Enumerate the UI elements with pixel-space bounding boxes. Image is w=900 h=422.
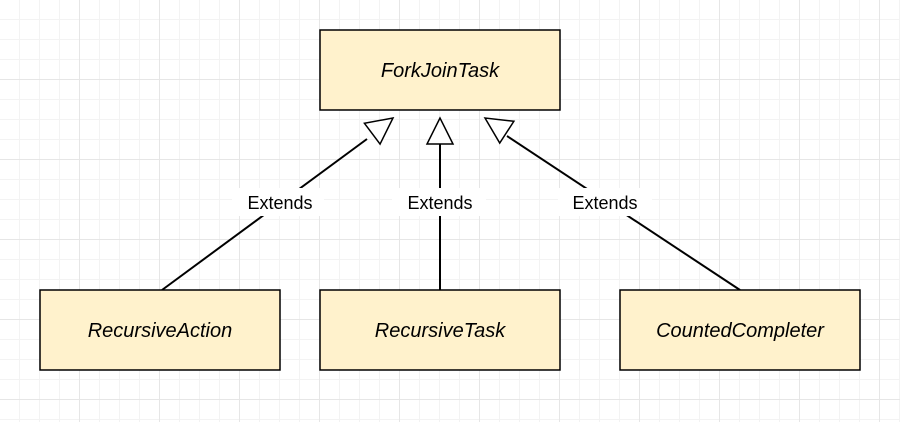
inheritance-arrowhead (483, 117, 516, 145)
inheritance-arrowhead (363, 116, 395, 146)
class-box-recursiveaction[interactable]: RecursiveAction (39, 289, 281, 371)
class-name-forkjointask: ForkJoinTask (381, 60, 500, 82)
edge-countedcompleter-extends[interactable]: Extends (478, 107, 741, 291)
class-name-recursivetask: RecursiveTask (375, 320, 506, 342)
class-box-countedcompleter[interactable]: CountedCompleter (619, 289, 861, 371)
class-box-recursivetask[interactable]: RecursiveTask (319, 289, 561, 371)
edge-recursivetask-extends[interactable]: Extends (392, 116, 486, 290)
inheritance-arrowhead (425, 116, 455, 145)
class-box-forkjointask[interactable]: ForkJoinTask (319, 29, 561, 111)
edge-label-extends-2: Extends (407, 193, 472, 213)
class-name-countedcompleter: CountedCompleter (656, 320, 825, 342)
edge-label-extends-1: Extends (247, 193, 312, 213)
edge-label-extends-3: Extends (572, 193, 637, 213)
class-name-recursiveaction: RecursiveAction (88, 320, 233, 342)
edge-recursiveaction-extends[interactable]: Extends (161, 108, 401, 291)
